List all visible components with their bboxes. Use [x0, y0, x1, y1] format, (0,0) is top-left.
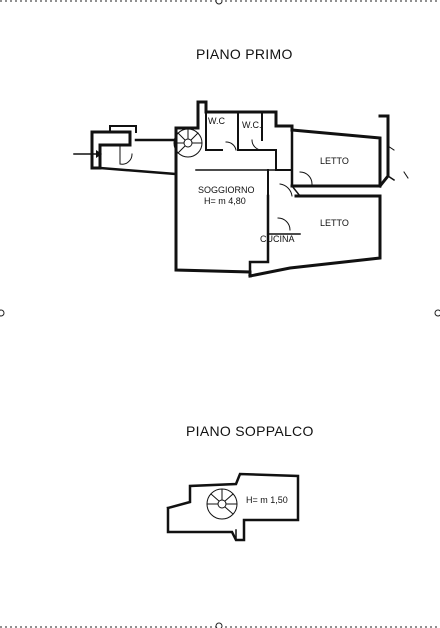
room-height-soppalco: H= m 1,50	[246, 495, 288, 505]
room-height-soggiorno: H= m 4,80	[204, 196, 246, 206]
room-label-wc1: W.C	[208, 116, 225, 126]
piano-primo-plan	[73, 100, 409, 278]
room-label-wc2: W.C.	[242, 120, 262, 130]
spiral-staircase-icon	[173, 128, 203, 158]
mezzanine-spiral-staircase-icon	[206, 488, 238, 520]
entrance-arrow-icon	[73, 150, 102, 158]
room-label-letto-1: LETTO	[320, 156, 349, 166]
room-label-cucina: CUCINA	[260, 234, 295, 244]
floor-title-piano-soppalco: PIANO SOPPALCO	[186, 423, 314, 439]
piano-soppalco-plan	[166, 472, 300, 542]
floor-title-piano-primo: PIANO PRIMO	[196, 46, 293, 62]
room-label-letto-2: LETTO	[320, 218, 349, 228]
room-label-soggiorno: SOGGIORNO	[198, 185, 255, 195]
piano-primo-labels: W.C W.C. SOGGIORNO H= m 4,80 LETTO LETTO…	[198, 116, 349, 244]
